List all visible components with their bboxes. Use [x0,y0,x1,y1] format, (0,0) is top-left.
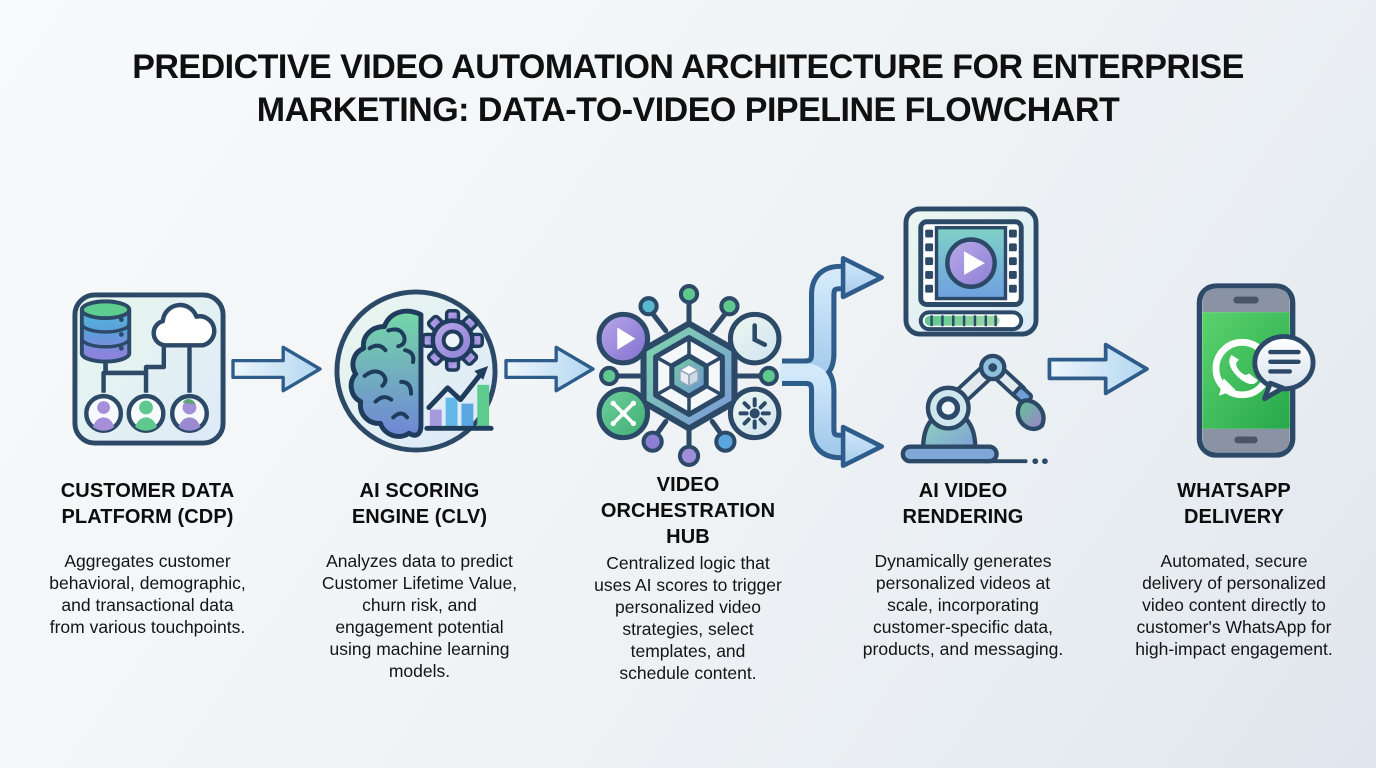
cloud-icon [151,302,217,348]
database-cloud-users-icon [72,292,226,446]
database-icon [79,299,132,364]
play-satellite-icon [596,311,651,366]
ai-scoring-stage-icon [332,287,500,455]
paintbrush-icon [1015,398,1046,431]
orchestration-stage-icon [593,280,785,472]
phone-speaker [1233,296,1259,304]
video-player-panel [902,205,1040,338]
arrow-scoring-to-hub [504,340,598,398]
film-sprockets [925,229,1017,293]
hexagon-web [640,320,738,432]
progress-bar [918,310,1024,332]
whatsapp-stage-icon [1180,283,1316,458]
brain-gear-chart-icon [334,289,498,453]
arrow-rendering-to-whatsapp [1046,339,1156,399]
video-player-icon [903,206,1039,337]
network-satellite-icon [596,386,651,441]
cdp-stage-icon [70,290,228,448]
stage-desc-whatsapp: Automated, secure delivery of personaliz… [1135,551,1333,659]
cube-icon [678,364,700,388]
hexagon-network-hub-icon [596,284,782,467]
chat-bubble-icon [1252,334,1316,402]
robot-arm-panel [890,352,1050,468]
arrow-right-icon [231,345,322,393]
page-title: PREDICTIVE VIDEO AUTOMATION ARCHITECTURE… [132,48,1244,129]
stage-title-whatsapp: WHATSAPP DELIVERY [1177,480,1291,528]
stage-desc-orchestration: Centralized logic that uses AI scores to… [594,553,782,683]
brain-icon [348,308,424,439]
split-branch-arrow-icon [780,255,885,469]
split-arrow-hub-to-rendering [780,244,898,480]
stage-title-orchestration: VIDEO ORCHESTRATION HUB [600,474,776,548]
stage-title-rendering: AI VIDEO RENDERING [902,480,1024,528]
arrow-right-icon [504,345,595,393]
arrow-cdp-to-scoring [231,340,325,398]
robot-arm-paintbrush-icon [900,353,1048,465]
users-icon [84,393,209,433]
stage-title-cdp: CUSTOMER DATA PLATFORM (CDP) [60,480,235,528]
gear-icon [421,308,484,372]
sun-gear-satellite-icon [727,386,782,441]
stage-title-ai-scoring: AI SCORING ENGINE (CLV) [351,480,488,528]
stage-desc-ai-scoring: Analyzes data to predict Customer Lifeti… [321,551,518,681]
whatsapp-phone-icon [1196,283,1316,458]
growth-chart-icon [424,366,494,431]
clock-satellite-icon [727,311,782,366]
arrow-right-icon [1047,342,1149,396]
stage-desc-cdp: Aggregates customer behavioral, demograp… [49,551,246,637]
phone-home-button [1234,436,1258,444]
stage-desc-rendering: Dynamically generates personalized video… [862,551,1064,659]
